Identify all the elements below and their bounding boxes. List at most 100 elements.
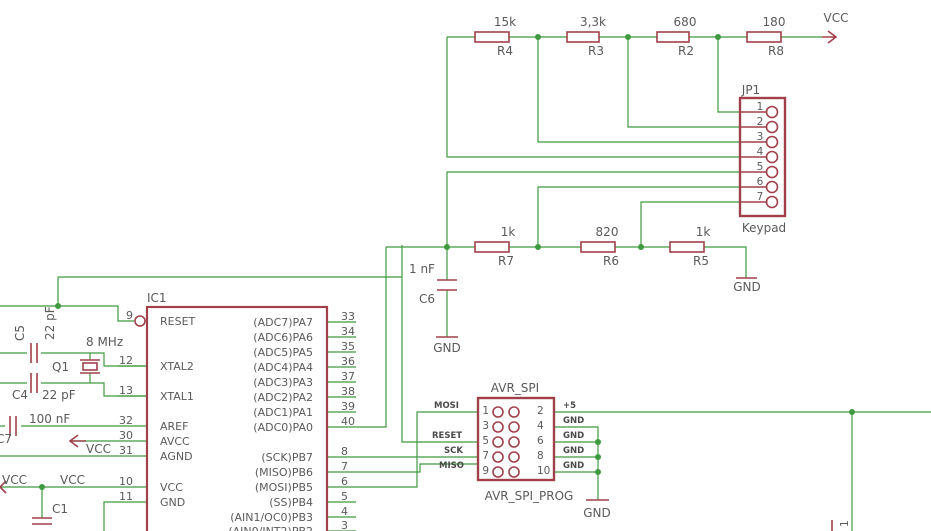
ic1-left-pin-number: 31 [119, 444, 133, 457]
jp1-value: Keypad [742, 221, 786, 235]
spi-signal-miso: MISO [439, 461, 464, 471]
ic1-right-pin-label: (ADC4)PA4 [253, 361, 313, 374]
junction-dot [595, 469, 601, 475]
wire-pb-stubs [327, 456, 356, 531]
jp1-pin-circle [765, 135, 779, 149]
r3-value: 3,3k [580, 15, 606, 29]
ic1-left-pin-label: AGND [160, 450, 193, 463]
spi-pin-circle [508, 436, 520, 448]
ic1-right-pin-number: 7 [341, 460, 348, 473]
avr-spi-name: AVR_SPI [491, 381, 539, 395]
ic1-right-pin-label: (AIN1/OC0)PB3 [230, 511, 313, 524]
ic1-right-pin-label: (ADC2)PA2 [253, 391, 313, 404]
resistor-r4-body [474, 31, 510, 43]
gnd-label-spi: GND [583, 506, 611, 520]
resistor-r6-body [580, 241, 616, 253]
junction-dots [39, 34, 855, 490]
vcc-label-pin: VCC [60, 473, 85, 487]
spi-pin-circle [508, 451, 520, 463]
junction-dot [39, 484, 45, 490]
ic1-right-pin-number: 36 [341, 355, 355, 368]
ic1-right-pin-number: 4 [341, 505, 348, 518]
reset-inversion-bubble [134, 315, 146, 327]
wire-pin5-to-node [446, 171, 740, 247]
crystal-q1: 8 MHz Q1 [52, 335, 123, 374]
r3-name: R3 [588, 44, 604, 58]
capacitor-c5-plates [30, 343, 38, 363]
ic1-left-pin-label: XTAL1 [160, 390, 194, 403]
jp1-pin-number: 3 [757, 131, 764, 143]
ic1-right-pin-label: (SS)PB4 [269, 496, 313, 509]
jp1-pin-circle [765, 150, 779, 164]
spi-pin-circle [492, 436, 504, 448]
wire-pa0-to-ladder [356, 247, 387, 428]
ic1-left-pin-label: GND [160, 496, 185, 509]
ic1-left-pin-number: 10 [119, 475, 133, 488]
resistor-r7-body [474, 241, 510, 253]
spi-pin-number: 5 [482, 435, 489, 447]
spi-pin-number: 9 [482, 465, 489, 477]
c5-value: 22 pF [43, 306, 57, 340]
wire-reset-top [0, 276, 402, 322]
spi-signal-gnd: GND [563, 461, 584, 471]
c7-value: 100 nF [29, 412, 70, 426]
ic1-left-pin-number: 9 [126, 309, 133, 322]
jp1-pin-number: 2 [757, 116, 764, 128]
junction-dot [55, 303, 61, 309]
wire-pin7-to-node [640, 201, 740, 247]
resistor-r2-body [656, 31, 690, 43]
ic1-right-pin-number: 34 [341, 325, 355, 338]
capacitor-c7-plates [9, 416, 17, 436]
ic1: IC1 RESET9XTAL212XTAL113AREF32AVCC30AGND… [119, 291, 355, 531]
spi-pin-circle [492, 421, 504, 433]
edge-pin-label: 1 [839, 520, 851, 527]
capacitor-c1-plates [32, 517, 52, 525]
ic1-right-pin-label: (ADC1)PA1 [253, 406, 313, 419]
q1-name: Q1 [52, 360, 69, 374]
spi-pin-circle [492, 466, 504, 478]
junction-dot [535, 34, 541, 40]
wire-miso [356, 463, 489, 473]
spi-pin-circle [508, 466, 520, 478]
r2-name: R2 [678, 44, 694, 58]
capacitor-c4-plates [30, 373, 38, 393]
ic1-left-pin-number: 32 [119, 414, 133, 427]
vcc-arrow-icon [822, 30, 838, 44]
junction-dot [849, 409, 855, 415]
jp1-pin-circle [765, 180, 779, 194]
avr-spi-value: AVR_SPI_PROG [485, 489, 574, 503]
ic1-right-pin-number: 37 [341, 370, 355, 383]
r8-value: 180 [763, 15, 786, 29]
wire-gnd-pin [103, 501, 147, 531]
wire-pa-stubs [327, 321, 356, 428]
capacitors: 1 nF C6 C5 22 pF C4 22 pF 100 nF C7 C1 [0, 262, 457, 525]
spi-pin-circle [508, 406, 520, 418]
ic1-right-pin-label: (SCK)PB7 [261, 451, 313, 464]
ic1-right-pin-label: (MISO)PB6 [255, 466, 313, 479]
spi-pin-number: 2 [537, 405, 544, 417]
r6-name: R6 [603, 254, 619, 268]
ic1-right-pin-number: 35 [341, 340, 355, 353]
wire-mosi [356, 411, 489, 488]
c6-value: 1 nF [409, 262, 435, 276]
spi-pin-number: 7 [482, 450, 489, 462]
spi-pin-number: 6 [537, 435, 544, 447]
vcc-arrow-left-icon [0, 480, 7, 494]
c5-name: C5 [13, 325, 27, 341]
spi-pin-number: 8 [537, 450, 544, 462]
junction-dot [715, 34, 721, 40]
q1-value: 8 MHz [86, 335, 123, 349]
jp1-pin-number: 4 [757, 146, 764, 158]
junction-dot [595, 454, 601, 460]
gnd-label-r5: GND [733, 280, 761, 294]
spi-pin-circle [508, 421, 520, 433]
ic1-left-pin-label: AVCC [160, 435, 190, 448]
junction-dot [444, 244, 450, 250]
wire-reset-spi [401, 245, 489, 443]
spi-pin-number: 10 [537, 465, 550, 477]
ic1-name: IC1 [147, 291, 167, 305]
wire-node-r2r8-to-pin2 [717, 37, 740, 113]
